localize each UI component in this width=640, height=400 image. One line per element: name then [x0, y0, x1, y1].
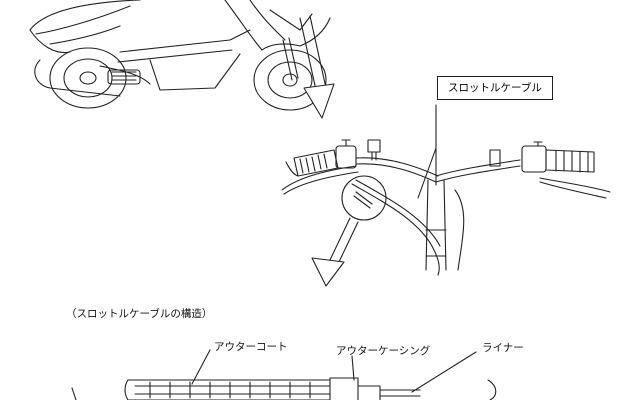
throttle-cable-callout: スロットルケーブル [437, 76, 553, 100]
cable-structure-cutaway [71, 349, 497, 400]
outer-coat-label: アウターコート [214, 341, 288, 353]
structure-title: （スロットルケーブルの構造） [66, 308, 213, 320]
handlebar-illustration [281, 104, 611, 287]
liner-label: ライナー [482, 342, 524, 354]
throttle-cable-label: スロットルケーブル [448, 82, 542, 94]
outer-casing-label: アウターケーシング [336, 345, 431, 357]
scooter-illustration [29, 0, 335, 119]
